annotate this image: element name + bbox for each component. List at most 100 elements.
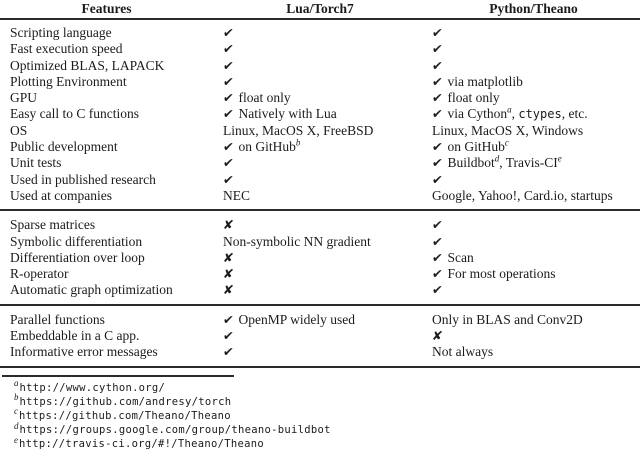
cell-text: Only in BLAS and Conv2D [432, 311, 583, 327]
table-row: Public development✔on GitHubb✔on GitHubc [0, 137, 640, 155]
cross-mark-icon: ✘ [222, 249, 235, 265]
feature-cell: Fast execution speed [10, 41, 123, 57]
check-mark-icon: ✔ [222, 25, 235, 40]
footnote: chttps://github.com/Theano/Theano [14, 406, 640, 423]
lua-torch7-cell: ✔ [213, 74, 427, 90]
lua-torch7-cell: ✔ [213, 58, 427, 74]
feature-cell: Unit tests [10, 155, 62, 171]
python-theano-cell: ✔on GitHubc [427, 138, 640, 155]
table-row: Fast execution speed✔✔ [0, 41, 640, 57]
footnote-url: https://groups.google.com/group/theano-b… [19, 424, 331, 437]
cell-text: Scan [447, 249, 474, 265]
lua-torch7-cell: ✔ [213, 155, 427, 171]
feature-cell: Embeddable in a C app. [10, 328, 140, 344]
lua-torch7-cell: ✔ [213, 19, 427, 41]
check-mark-icon: ✔ [431, 106, 444, 122]
check-mark-icon: ✔ [431, 90, 444, 106]
table-header-row: Features Lua/Torch7 Python/Theano [0, 0, 640, 19]
lua-torch7-cell: ✔on GitHubb [213, 137, 427, 155]
cell-text: Non-symbolic NN gradient [223, 233, 371, 249]
cell-text: Linux, MacOS X, FreeBSD [223, 122, 374, 138]
python-theano-cell: ✔float only [427, 90, 640, 106]
feature-cell: GPU [10, 90, 38, 106]
check-mark-icon: ✔ [222, 344, 235, 360]
check-mark-icon: ✔ [222, 73, 235, 89]
cell-text: float only [447, 90, 500, 106]
table-row: Unit tests ✔✔Buildbotd, Travis-CIe [0, 153, 640, 171]
footnote: ahttp://www.cython.org/ [14, 377, 640, 395]
comparison-table: Features Lua/Torch7 Python/Theano Script… [0, 0, 640, 367]
python-theano-cell: ✔via matplotlib [427, 74, 640, 90]
code-text: ctypes [518, 107, 562, 122]
feature-cell: Informative error messages [10, 344, 158, 360]
python-theano-cell: ✔Buildbotd, Travis-CIe [427, 153, 640, 171]
footnote: ehttp://travis-ci.org/#!/Theano/Theano [14, 435, 640, 451]
footnote-ref: d [494, 153, 500, 164]
footnote-mark: a [14, 377, 19, 388]
table-row: OS Linux, MacOS X, FreeBSD Linux, MacOS X,… [0, 123, 640, 139]
feature-cell: Scripting language [10, 25, 112, 40]
python-theano-cell: Linux, MacOS X, Windows [427, 123, 640, 139]
footnote-mark: c [14, 406, 18, 417]
check-mark-icon: ✔ [222, 57, 235, 73]
table-row: Optimized BLAS, LAPACK ✔ ✔ [0, 58, 640, 74]
python-theano-cell: ✔ [427, 58, 640, 74]
feature-cell: Plotting Environment [10, 73, 127, 89]
check-mark-icon: ✔ [431, 25, 444, 40]
feature-cell: Automatic graph optimization [10, 282, 173, 298]
table-row: Used in published research✔✔ [0, 172, 640, 188]
column-header-lua-torch7: Lua/Torch7 [286, 1, 354, 16]
table-row: Differentiation over loop✘✔Scan [0, 250, 640, 266]
feature-cell: Symbolic differentiation [10, 233, 143, 249]
footnote-ref: b [295, 137, 301, 148]
cross-mark-icon: ✘ [222, 282, 235, 298]
feature-cell: Used in published research [10, 171, 156, 187]
lua-torch7-cell: Non-symbolic NN gradient [213, 234, 427, 250]
footnotes-block: ahttp://www.cython.org/bhttps://github.c… [0, 377, 640, 452]
feature-cell: OS [10, 122, 28, 138]
footnote: bhttps://github.com/andresy/torch [14, 393, 640, 409]
check-mark-icon: ✔ [222, 311, 235, 327]
cell-text: on GitHub [447, 139, 505, 155]
cell-text: Natively with Lua [238, 106, 337, 122]
python-theano-cell: Only in BLAS and Conv2D [427, 305, 640, 328]
feature-cell: Sparse matrices [10, 217, 96, 233]
python-theano-cell: ✔via Cythona, ctypes, etc. [427, 105, 640, 122]
table-row: Sparse matrices ✘✔ [0, 210, 640, 233]
python-theano-cell: ✔ [427, 234, 640, 250]
check-mark-icon: ✔ [431, 73, 444, 89]
python-theano-cell: ✔ [427, 172, 640, 188]
check-mark-icon: ✔ [222, 106, 235, 122]
check-mark-icon: ✔ [431, 266, 444, 282]
python-theano-cell: ✔ [427, 210, 640, 233]
check-mark-icon: ✔ [222, 139, 235, 155]
cell-text: OpenMP widely used [238, 311, 355, 327]
lua-torch7-cell: ✔OpenMP widely used [213, 305, 427, 328]
lua-torch7-cell: ✘ [213, 250, 427, 266]
lua-torch7-cell: ✔ [213, 328, 427, 344]
cell-text: , etc. [561, 106, 588, 122]
lua-torch7-cell: ✘ [213, 210, 427, 233]
check-mark-icon: ✔ [431, 41, 444, 57]
check-mark-icon: ✔ [222, 90, 235, 106]
footnote: dhttps://groups.google.com/group/theano-… [14, 420, 640, 437]
footnote-url: http://travis-ci.org/#!/Theano/Theano [19, 438, 264, 451]
python-theano-cell: ✔Scan [427, 250, 640, 266]
feature-cell: R-operator [10, 266, 69, 282]
table-row: Embeddable in a C app. ✔✘ [0, 328, 640, 344]
footnote-mark: d [14, 420, 19, 431]
check-mark-icon: ✔ [431, 282, 444, 298]
footnote-url: https://github.com/Theano/Theano [19, 410, 231, 423]
cross-mark-icon: ✘ [431, 328, 444, 344]
table-row: GPU✔float only✔float only [0, 90, 640, 106]
lua-torch7-cell: Linux, MacOS X, FreeBSD [213, 123, 427, 139]
cell-text: , Travis-CI [499, 155, 558, 171]
lua-torch7-cell: ✔ [213, 344, 427, 366]
feature-cell: Optimized BLAS, LAPACK [10, 57, 165, 73]
check-mark-icon: ✔ [431, 233, 444, 249]
cell-text: via Cython [447, 106, 508, 122]
